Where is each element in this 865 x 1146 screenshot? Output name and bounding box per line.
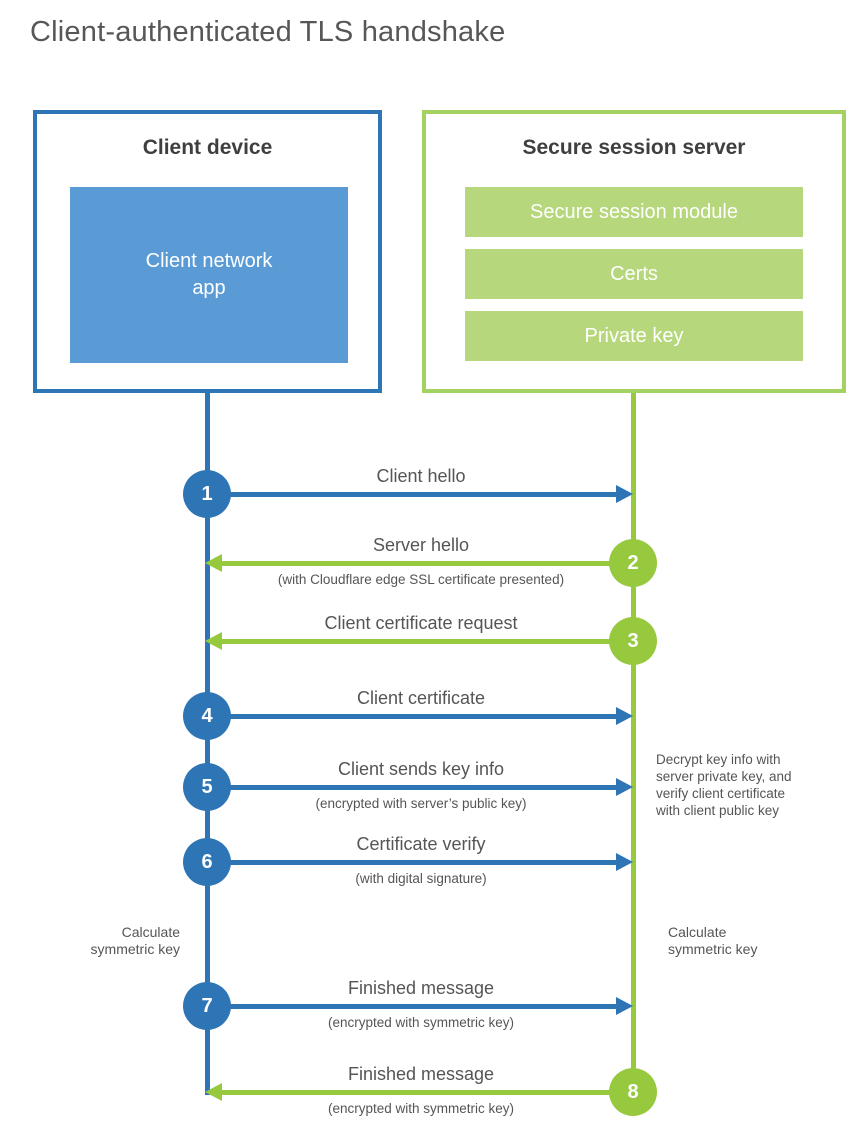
step-4-arrowhead-icon xyxy=(616,707,633,725)
client-device-heading: Client device xyxy=(142,136,273,159)
step-2: Server hello 2 (with Cloudflare edge SSL… xyxy=(0,515,865,611)
step-5-sublabel: (encrypted with server’s public key) xyxy=(315,796,527,811)
step-4: Client certificate 4 xyxy=(0,668,865,764)
step-1-arrowhead-icon xyxy=(616,485,633,503)
step-3-sublabel xyxy=(207,649,635,667)
step-6-number-badge: 6 xyxy=(183,838,231,886)
step-8-arrow xyxy=(221,1090,610,1095)
step-6-label: Certificate verify xyxy=(356,834,486,854)
step-5-arrow xyxy=(229,785,617,790)
step-3-number-badge: 3 xyxy=(609,617,657,665)
step-5: Client sends key info 5 (encrypted with … xyxy=(0,739,865,835)
step-1-number-badge: 1 xyxy=(183,470,231,518)
step-6-arrow xyxy=(229,860,617,865)
secure-session-server-heading: Secure session server xyxy=(522,136,746,159)
calculate-symmetric-key-note-client: Calculate symmetric key xyxy=(90,924,180,957)
step-3-arrowhead-icon xyxy=(205,632,222,650)
step-7: Finished message 7 (encrypted with symme… xyxy=(0,958,865,1054)
step-6-sublabel: (with digital signature) xyxy=(355,871,487,886)
step-7-sublabel: (encrypted with symmetric key) xyxy=(327,1015,515,1030)
step-7-arrowhead-icon xyxy=(616,997,633,1015)
step-8-label: Finished message xyxy=(347,1064,495,1084)
step-5-number-badge: 5 xyxy=(183,763,231,811)
step-1-label: Client hello xyxy=(376,466,466,486)
step-1-arrow xyxy=(229,492,617,497)
step-1: Client hello 1 xyxy=(0,446,865,542)
step-6-arrowhead-icon xyxy=(616,853,633,871)
step-8: Finished message 8 (encrypted with symme… xyxy=(0,1044,865,1140)
step-2-sublabel: (with Cloudflare edge SSL certificate pr… xyxy=(277,572,565,587)
step-7-label: Finished message xyxy=(347,978,495,998)
secure-session-module-bar: Secure session module xyxy=(465,187,803,237)
server-lifeline xyxy=(631,393,636,1092)
client-lifeline xyxy=(205,393,210,1095)
client-network-app-box: Client network app xyxy=(70,187,348,363)
certs-bar: Certs xyxy=(465,249,803,299)
step-4-label: Client certificate xyxy=(356,688,486,708)
page-title: Client-authenticated TLS handshake xyxy=(30,16,506,48)
step-8-number-badge: 8 xyxy=(609,1068,657,1116)
step-3-label: Client certificate request xyxy=(324,613,518,633)
step-2-number-badge: 2 xyxy=(609,539,657,587)
step-5-label: Client sends key info xyxy=(337,759,505,779)
step-4-number-badge: 4 xyxy=(183,692,231,740)
step-7-arrow xyxy=(229,1004,617,1009)
step-4-arrow xyxy=(229,714,617,719)
calculate-symmetric-key-note-server: Calculate symmetric key xyxy=(668,924,758,957)
step-2-arrow xyxy=(221,561,610,566)
private-key-bar: Private key xyxy=(465,311,803,361)
step-3: Client certificate request 3 xyxy=(0,593,865,689)
step-2-arrowhead-icon xyxy=(205,554,222,572)
step-8-sublabel: (encrypted with symmetric key) xyxy=(327,1101,515,1116)
step-7-number-badge: 7 xyxy=(183,982,231,1030)
step-3-arrow xyxy=(221,639,610,644)
step-6: Certificate verify 6 (with digital signa… xyxy=(0,814,865,910)
step-5-arrowhead-icon xyxy=(616,778,633,796)
decrypt-key-note: Decrypt key info with server private key… xyxy=(656,752,792,818)
step-2-label: Server hello xyxy=(372,535,470,555)
step-8-arrowhead-icon xyxy=(205,1083,222,1101)
